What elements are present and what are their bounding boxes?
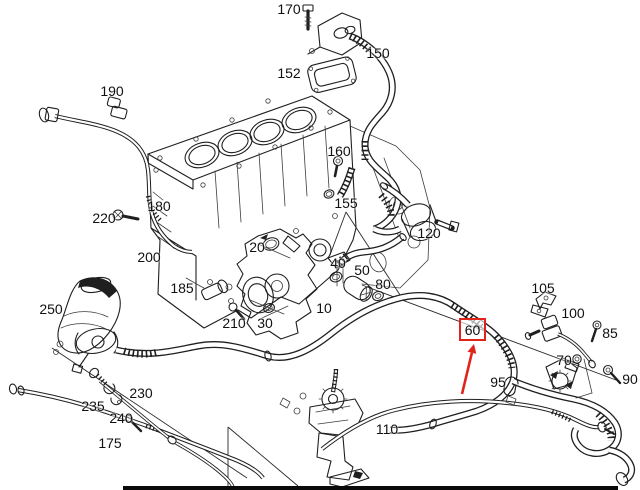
bottom-edge-bar	[123, 486, 618, 490]
pipes-175-230-art	[8, 367, 265, 488]
hose-110-art	[320, 398, 615, 451]
engine-block-art	[147, 95, 431, 329]
pump-120-art	[333, 182, 460, 268]
pipe-180-art	[38, 96, 193, 255]
part-label-60: 60	[464, 321, 481, 338]
duct-250-art	[53, 276, 121, 374]
highlight-arrow	[460, 344, 477, 395]
right-cluster-art	[503, 291, 622, 406]
highlight-box: 60	[459, 318, 486, 341]
bracket-170-art	[302, 4, 363, 56]
gasket-152-art	[307, 56, 357, 93]
housing-10-art	[236, 228, 384, 340]
fitting-155-160-art	[323, 155, 356, 287]
hose-150-art	[348, 32, 402, 233]
hose-60-art	[115, 292, 636, 486]
leader-lines	[51, 211, 617, 487]
